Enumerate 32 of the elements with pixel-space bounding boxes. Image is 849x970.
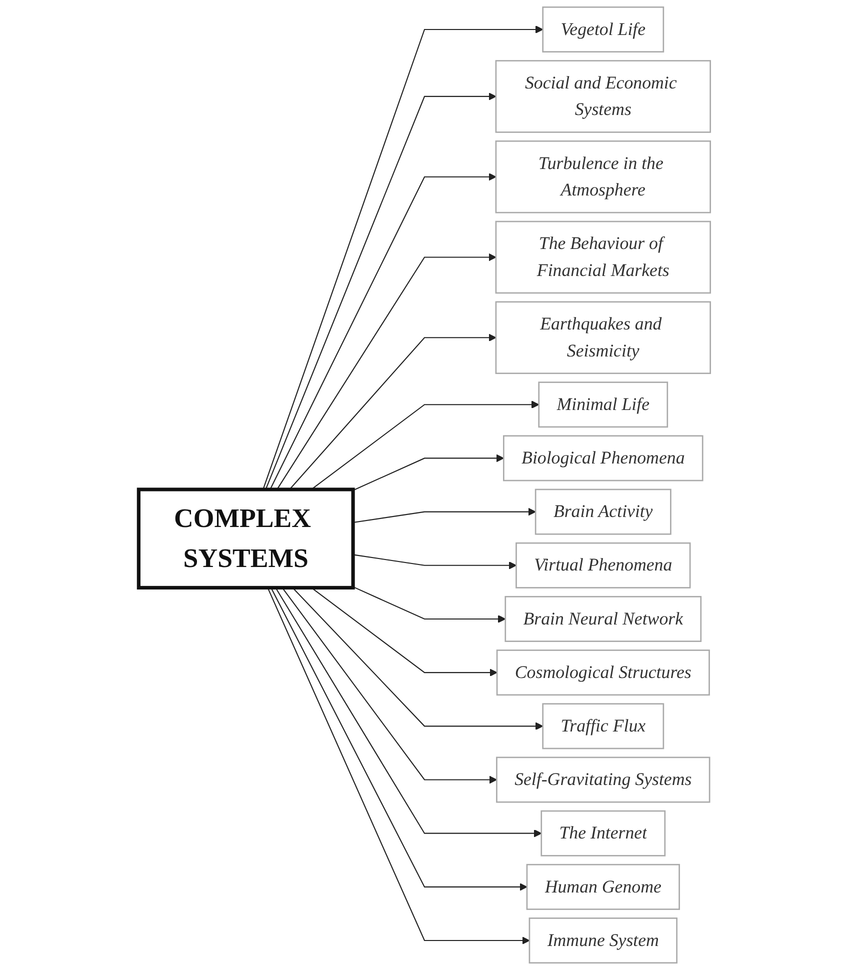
node-box: Cosmological Structures [496,650,710,696]
node-box: Earthquakes and Seismicity [495,301,711,374]
node-box: Biological Phenomena [503,435,704,482]
node-box: Immune System [528,918,678,964]
arrow [265,92,496,490]
arrow [352,508,536,524]
node-box: Traffic Flux [542,703,664,750]
node-box: Minimal Life [538,382,668,428]
arrow [289,334,496,490]
node-box: COMPLEX SYSTEMS [136,488,355,590]
arrow [270,172,496,490]
arrow [270,587,528,891]
node-box: The Behaviour of Financial Markets [495,220,711,294]
node-box: Virtual Phenomena [516,542,691,588]
arrow [262,26,544,490]
arrow [352,586,506,623]
node-box: Social and Economic Systems [495,60,711,133]
arrow [267,588,530,944]
node-box: The Internet [540,810,666,856]
arrow [282,587,498,784]
node-box: Self-Gravitating Systems [496,756,710,803]
arrow [276,253,496,490]
arrow [292,587,544,730]
node-box: Turbulence in the Atmosphere [495,140,711,214]
arrow [311,400,540,490]
node-box: Brain Neural Network [504,596,702,642]
arrow [311,587,498,676]
arrow [275,587,542,838]
node-box: Brain Activity [534,488,672,535]
node-box: Vegetol Life [542,6,664,52]
arrow [352,454,504,491]
node-box: Human Genome [526,864,680,910]
